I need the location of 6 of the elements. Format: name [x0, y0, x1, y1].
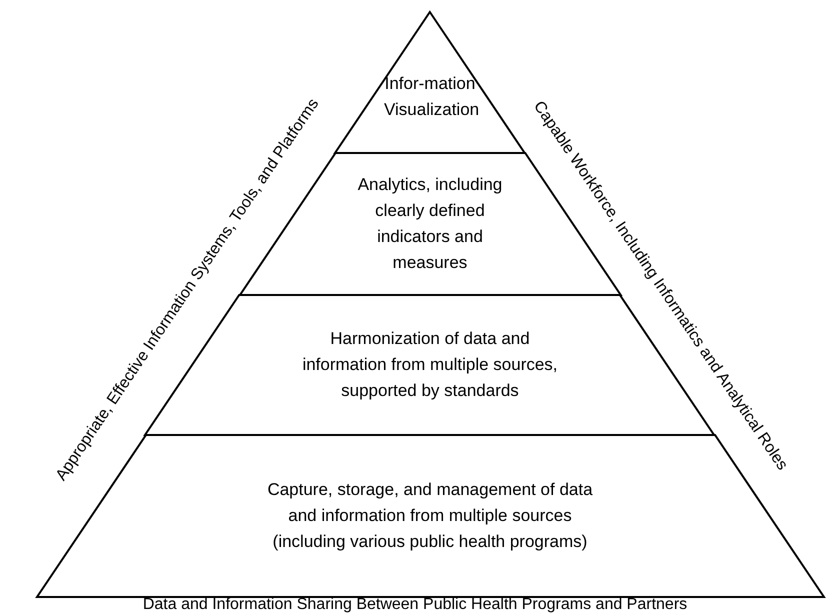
caption-text: Data and Information Sharing Between Public Health Programs and Partners	[142, 595, 688, 615]
pyramid-layer	[335, 12, 525, 153]
layer-text: Capture, storage, and management of data and information from multiple sources (including various public health programs)	[266, 479, 594, 553]
layer-text: Harmonization of data and information from multiple sources, supported by standards	[301, 328, 559, 402]
layer-text: Analytics, including clearly defined indicators and measures	[356, 174, 504, 274]
layer-text: Infor-mation Visualization	[384, 72, 476, 120]
